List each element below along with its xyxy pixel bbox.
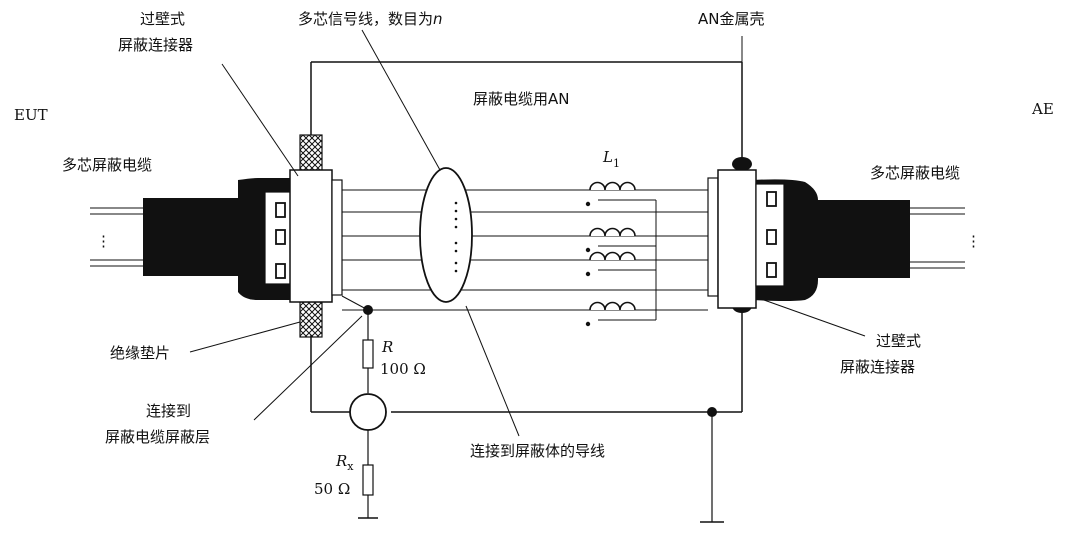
resistor-r — [341, 295, 374, 393]
right-cable-dots: ⋮ — [966, 232, 981, 250]
left-multicore-cable-label: 多芯屏蔽电缆 — [62, 156, 152, 174]
right-connector-label-2: 屏蔽连接器 — [840, 358, 915, 376]
left-connector-label-2: 屏蔽连接器 — [118, 36, 193, 54]
right-multicore-cable-label: 多芯屏蔽电缆 — [870, 164, 960, 182]
an-metal-shell — [310, 61, 743, 413]
resistor-rx-sub: x — [347, 460, 354, 473]
resistor-rx-value: 50 Ω — [314, 480, 350, 498]
inductor-letter: L — [602, 148, 613, 166]
eut-label: EUT — [14, 106, 48, 124]
current-probe-circle — [349, 393, 387, 431]
ae-label: AE — [1031, 100, 1054, 118]
right-connector-label-1: 过壁式 — [876, 332, 921, 350]
insulating-gasket-label: 绝缘垫片 — [110, 344, 170, 362]
left-wall-connector — [264, 134, 343, 338]
resistor-r-label: R — [381, 338, 393, 356]
inductor-sub: 1 — [613, 157, 620, 170]
left-cable-dots: ⋮ — [96, 232, 111, 250]
left-shielded-cable — [90, 178, 292, 300]
multicore-signal-n: n — [433, 10, 443, 28]
connect-shield-label-2: 屏蔽电缆屏蔽层 — [105, 428, 210, 446]
resistor-rx-letter: R — [335, 452, 347, 470]
right-wall-connector — [707, 157, 785, 313]
inductor-array — [585, 181, 657, 327]
right-ground — [700, 407, 724, 523]
signal-lines — [342, 189, 708, 311]
an-shell-label: AN金属壳 — [698, 10, 764, 28]
multicore-signal-label: 多芯信号线，数目为n — [298, 10, 443, 28]
resistor-r-value: 100 Ω — [380, 360, 426, 378]
connect-shield-label-1: 连接到 — [146, 402, 191, 420]
shielded-cable-an-label: 屏蔽电缆用AN — [473, 90, 569, 108]
resistor-rx-label: Rx — [335, 452, 354, 473]
multicore-signal-text: 多芯信号线，数目为 — [298, 10, 433, 28]
left-connector-label-1: 过壁式 — [140, 10, 185, 28]
resistor-rx — [358, 430, 378, 519]
leader-lines — [189, 29, 866, 437]
wire-to-shield-label: 连接到屏蔽体的导线 — [470, 442, 605, 460]
inductor-label: L1 — [602, 148, 620, 170]
signal-bundle-ellipse — [419, 167, 473, 303]
